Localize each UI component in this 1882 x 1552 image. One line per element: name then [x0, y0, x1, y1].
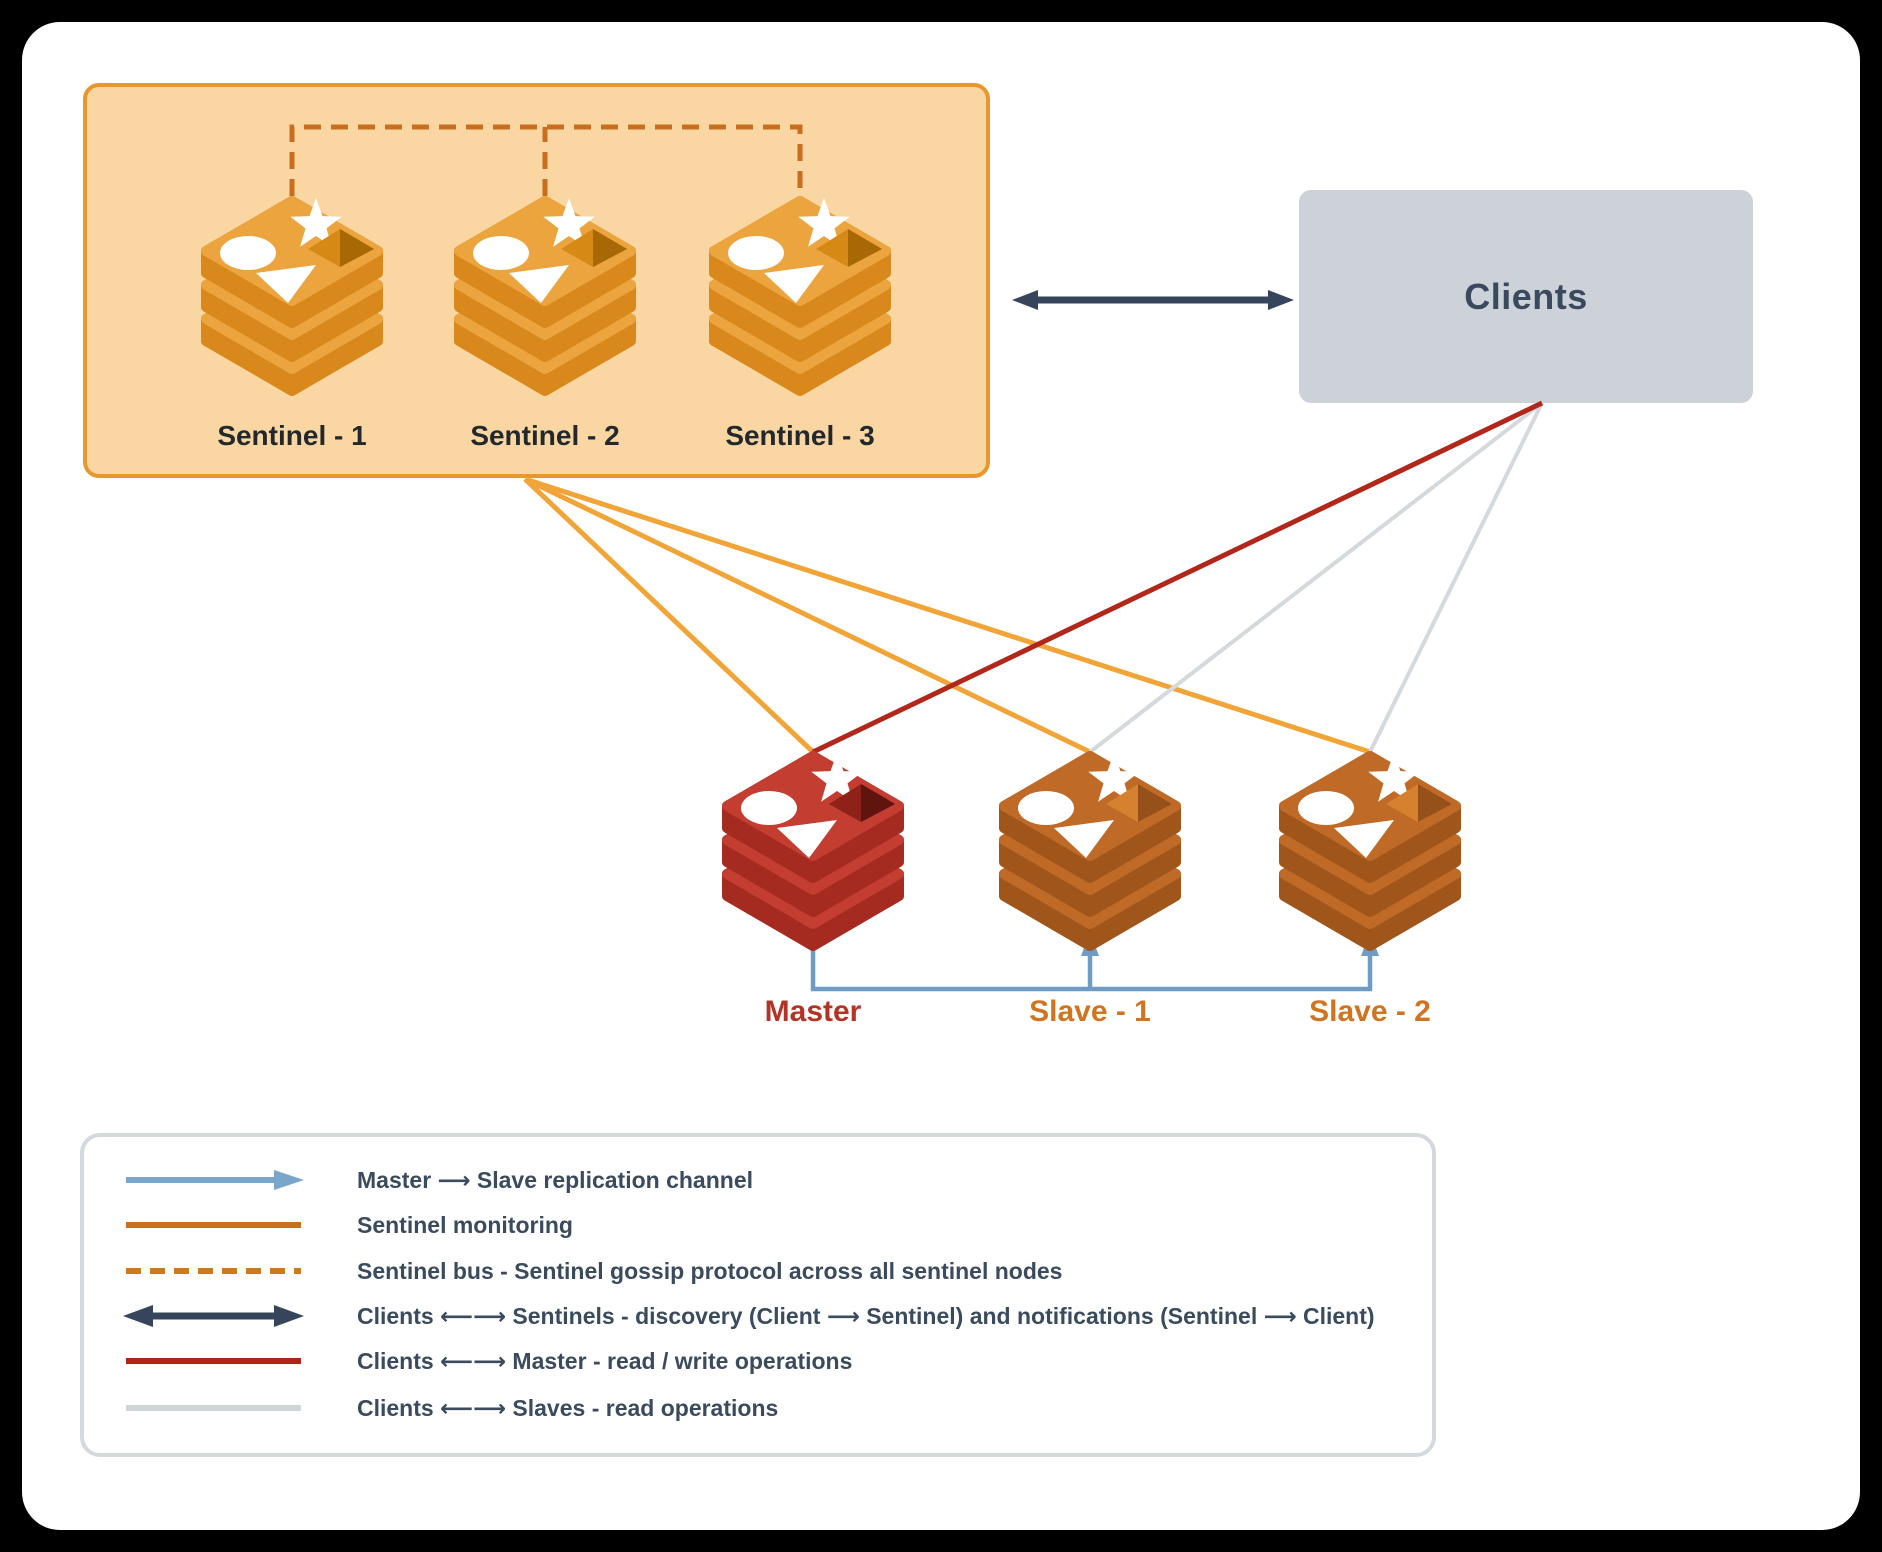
hole-shadow-glyph [593, 229, 627, 267]
star-glyph [811, 753, 863, 802]
legend-row-text: Clients ⟵⟶ Master - read / write operati… [357, 1348, 853, 1374]
legend-swatch-dashed [126, 1268, 301, 1274]
legend-row-text: Clients ⟵⟶ Sentinels - discovery (Client… [357, 1303, 1375, 1329]
client-sentinel-arrowhead-left [1012, 290, 1038, 310]
hole-shadow-glyph [1418, 784, 1452, 822]
client-slave-lines [1088, 401, 1544, 754]
hole-shadow-glyph [1138, 784, 1172, 822]
redis-stack-icon [201, 196, 383, 396]
legend-row-text: Sentinel monitoring [357, 1212, 573, 1238]
client-master-line [811, 400, 1544, 755]
triangle-glyph [777, 820, 837, 858]
master-stack [713, 742, 913, 952]
clients-box: Clients [1299, 190, 1753, 403]
triangle-glyph [509, 265, 569, 303]
circle-glyph [1298, 791, 1354, 825]
circle-glyph [1018, 791, 1074, 825]
triangle-glyph [256, 265, 316, 303]
hole-shadow-glyph [848, 229, 882, 267]
star-glyph [798, 198, 850, 247]
legend-swatch-line [126, 1405, 301, 1411]
circle-glyph [473, 236, 529, 270]
slave-2-label: Slave - 2 [1309, 995, 1431, 1028]
redis-stack-icon [999, 751, 1181, 951]
legend-row: Master ⟶ Slave replication channel [84, 1167, 1432, 1195]
circle-glyph [728, 236, 784, 270]
legend-row-text: Clients ⟵⟶ Slaves - read operations [357, 1395, 779, 1421]
star-glyph [1088, 753, 1140, 802]
triangle-glyph [1054, 820, 1114, 858]
client-sentinel-arrowhead-right [1268, 290, 1294, 310]
legend-swatch-arrow-right [126, 1170, 304, 1190]
master-label: Master [764, 995, 862, 1028]
sentinel-2-label: Sentinel - 2 [470, 420, 620, 451]
hole-shadow-glyph [861, 784, 895, 822]
legend-row: Clients ⟵⟶ Sentinels - discovery (Client… [84, 1303, 1432, 1331]
redis-stack-icon [722, 751, 904, 951]
sentinel-1-label: Sentinel - 1 [217, 420, 367, 451]
legend-swatch-line [126, 1358, 301, 1364]
legend-swatch-arrow-both [123, 1305, 304, 1327]
legend-row: Sentinel bus - Sentinel gossip protocol … [84, 1258, 1432, 1286]
sentinel-1-stack [192, 187, 392, 397]
redis-stack-icon [709, 196, 891, 396]
sentinel-3-label: Sentinel - 3 [725, 420, 875, 451]
hole-shadow-glyph [340, 229, 374, 267]
triangle-glyph [1334, 820, 1394, 858]
star-glyph [543, 198, 595, 247]
legend-row-text: Master ⟶ Slave replication channel [357, 1167, 753, 1193]
replication-line [810, 948, 1373, 992]
sentinel-3-stack [700, 187, 900, 397]
clients-box-label: Clients [1464, 275, 1588, 317]
star-glyph [1368, 753, 1420, 802]
sentinel-bus-line [289, 124, 803, 196]
triangle-glyph [764, 265, 824, 303]
legend-row-text: Sentinel bus - Sentinel gossip protocol … [357, 1258, 1063, 1284]
sentinel-monitoring-lines [523, 476, 1371, 755]
circle-glyph [220, 236, 276, 270]
slave-2-stack [1270, 742, 1470, 952]
slave-1-stack [990, 742, 1190, 952]
slave-1-label: Slave - 1 [1029, 995, 1151, 1028]
star-glyph [290, 198, 342, 247]
legend-swatch-line [126, 1222, 301, 1228]
circle-glyph [741, 791, 797, 825]
legend-row: Clients ⟵⟶ Master - read / write operati… [84, 1348, 1432, 1376]
sentinel-2-stack [445, 187, 645, 397]
legend-row: Sentinel monitoring [84, 1212, 1432, 1240]
legend-row: Clients ⟵⟶ Slaves - read operations [84, 1395, 1432, 1423]
redis-stack-icon [454, 196, 636, 396]
redis-stack-icon [1279, 751, 1461, 951]
